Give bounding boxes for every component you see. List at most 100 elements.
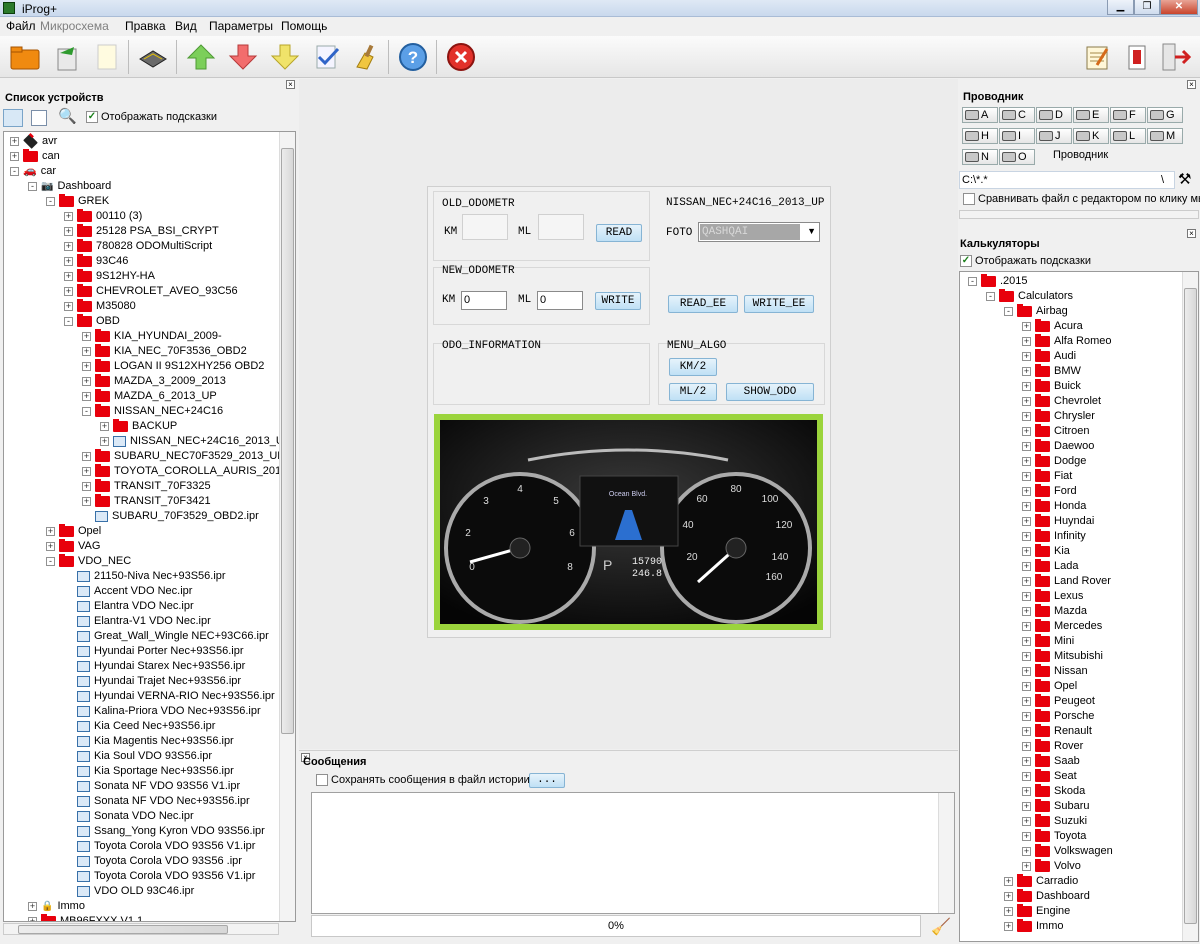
tree-view-button[interactable] (3, 109, 23, 127)
tree-item[interactable]: +🔒Immo (28, 899, 85, 914)
menu-help[interactable]: Помощь (281, 19, 328, 33)
tree-item[interactable]: 21150-Niva Nec+93S56.ipr (64, 569, 226, 584)
expand-icon[interactable]: + (1022, 516, 1031, 526)
expand-icon[interactable]: + (1022, 486, 1031, 496)
scrollbar-thumb[interactable] (281, 148, 294, 734)
collapse-icon[interactable]: - (968, 277, 977, 286)
tree-line-icon[interactable] (82, 512, 91, 521)
expand-icon[interactable]: + (1022, 726, 1031, 736)
messages-scrollbar[interactable] (938, 793, 954, 913)
expand-icon[interactable]: + (100, 421, 109, 431)
expand-icon[interactable]: + (1022, 651, 1031, 661)
tree-item[interactable]: -Calculators (986, 289, 1073, 304)
tree-item[interactable]: +Peugeot (1022, 694, 1095, 709)
tree-item[interactable]: +93C46 (64, 254, 128, 269)
tree-line-icon[interactable] (64, 587, 73, 596)
broom-icon[interactable]: 🧹 (931, 919, 951, 936)
expand-icon[interactable]: + (1022, 741, 1031, 751)
read-ee-button[interactable]: READ_EE (668, 295, 738, 313)
tree-item[interactable]: +avr (10, 134, 57, 149)
tree-item[interactable]: Sonata NF VDO 93S56 V1.ipr (64, 779, 240, 794)
expand-icon[interactable]: + (28, 901, 37, 911)
tree-item[interactable]: +Nissan (1022, 664, 1088, 679)
drive-button[interactable]: A (962, 107, 998, 123)
close-messages-icon[interactable]: × (301, 753, 310, 762)
expand-icon[interactable]: + (46, 526, 55, 536)
tree-item[interactable]: +Renault (1022, 724, 1092, 739)
expand-icon[interactable]: + (64, 286, 73, 296)
tree-item[interactable]: +Rover (1022, 739, 1083, 754)
drive-button[interactable]: M (1147, 128, 1183, 144)
tree-line-icon[interactable] (64, 662, 73, 671)
tree-item[interactable]: +CHEVROLET_AVEO_93C56 (64, 284, 238, 299)
expand-icon[interactable]: + (82, 481, 91, 491)
expand-icon[interactable]: + (1022, 711, 1031, 721)
maximize-button[interactable]: ❐ (1134, 0, 1160, 15)
tree-item[interactable]: +Citroen (1022, 424, 1089, 439)
expand-icon[interactable]: + (1022, 756, 1031, 766)
save-history-checkbox[interactable]: Сохранять сообщения в файл истории (316, 774, 530, 786)
expand-icon[interactable]: + (64, 301, 73, 311)
collapse-icon[interactable]: - (46, 557, 55, 566)
expand-icon[interactable]: + (10, 136, 19, 146)
load-button[interactable] (50, 40, 84, 74)
tree-line-icon[interactable] (64, 602, 73, 611)
tree-item[interactable]: +TOYOTA_COROLLA_AURIS_2013_ (82, 464, 293, 479)
tree-item[interactable]: +Infinity (1022, 529, 1086, 544)
expand-icon[interactable]: + (10, 151, 19, 161)
collapse-icon[interactable]: - (82, 407, 91, 416)
drive-button[interactable]: G (1147, 107, 1183, 123)
tree-item[interactable]: +Saab (1022, 754, 1080, 769)
tree-item[interactable]: Kia Sportage Nec+93S56.ipr (64, 764, 234, 779)
expand-icon[interactable]: + (1022, 681, 1031, 691)
expand-icon[interactable]: + (1022, 576, 1031, 586)
drive-button[interactable]: D (1036, 107, 1072, 123)
read-button[interactable]: READ (596, 224, 642, 242)
drive-button[interactable]: C (999, 107, 1035, 123)
calculators-tree[interactable]: -.2015-Calculators-Airbag+Acura+Alfa Rom… (959, 271, 1199, 942)
collapse-icon[interactable]: - (986, 292, 995, 301)
tree-item[interactable]: Hyundai VERNA-RIO Nec+93S56.ipr (64, 689, 275, 704)
expand-icon[interactable]: + (1022, 546, 1031, 556)
tree-item[interactable]: +25128 PSA_BSI_CRYPT (64, 224, 219, 239)
search-icon[interactable]: 🔍 (58, 108, 77, 125)
expand-icon[interactable]: + (1022, 336, 1031, 346)
device-tree-scrollbar[interactable] (279, 132, 295, 921)
tree-item[interactable]: Hyundai Porter Nec+93S56.ipr (64, 644, 244, 659)
close-button[interactable]: ✕ (1160, 0, 1198, 15)
tree-item[interactable]: SUBARU_70F3529_OBD2.ipr (82, 509, 259, 524)
expand-icon[interactable]: + (1022, 606, 1031, 616)
tree-line-icon[interactable] (64, 872, 73, 881)
expand-icon[interactable]: + (1022, 441, 1031, 451)
expand-icon[interactable]: + (1022, 831, 1031, 841)
expand-icon[interactable]: + (82, 451, 91, 461)
tree-item[interactable]: +Lada (1022, 559, 1078, 574)
expand-icon[interactable]: + (1004, 876, 1013, 886)
notepad-icon[interactable] (1080, 40, 1114, 74)
tree-item[interactable]: Ssang_Yong Kyron VDO 93S56.ipr (64, 824, 265, 839)
close-panel-icon[interactable]: × (286, 80, 295, 89)
device-tree-hscroll[interactable] (3, 923, 279, 935)
expand-icon[interactable]: + (1022, 816, 1031, 826)
expand-icon[interactable]: + (64, 226, 73, 236)
tree-item[interactable]: Elantra VDO Nec.ipr (64, 599, 194, 614)
show-hints-checkbox[interactable]: ✓ Отображать подсказки (86, 111, 217, 123)
collapse-icon[interactable]: - (28, 182, 37, 191)
expand-icon[interactable]: + (82, 331, 91, 341)
stop-icon[interactable] (444, 40, 478, 74)
tree-item[interactable]: +KIA_HYUNDAI_2009- (82, 329, 222, 344)
write-ee-button[interactable]: WRITE_EE (744, 295, 814, 313)
tree-line-icon[interactable] (64, 782, 73, 791)
tree-item[interactable]: +Engine (1004, 904, 1070, 919)
expand-icon[interactable]: + (1022, 666, 1031, 676)
tree-item[interactable]: Elantra-V1 VDO Nec.ipr (64, 614, 211, 629)
tree-item[interactable]: +MAZDA_6_2013_UP (82, 389, 217, 404)
close-calculators-icon[interactable]: × (1187, 229, 1196, 238)
scrollbar-thumb[interactable] (1184, 288, 1197, 924)
menu-file[interactable]: Файл (6, 19, 36, 33)
minimize-button[interactable]: ▁ (1107, 0, 1134, 15)
tree-item[interactable]: +Dashboard (1004, 889, 1090, 904)
tree-item[interactable]: -NISSAN_NEC+24C16 (82, 404, 223, 419)
expand-icon[interactable]: + (1022, 381, 1031, 391)
drive-button[interactable]: I (999, 128, 1035, 144)
